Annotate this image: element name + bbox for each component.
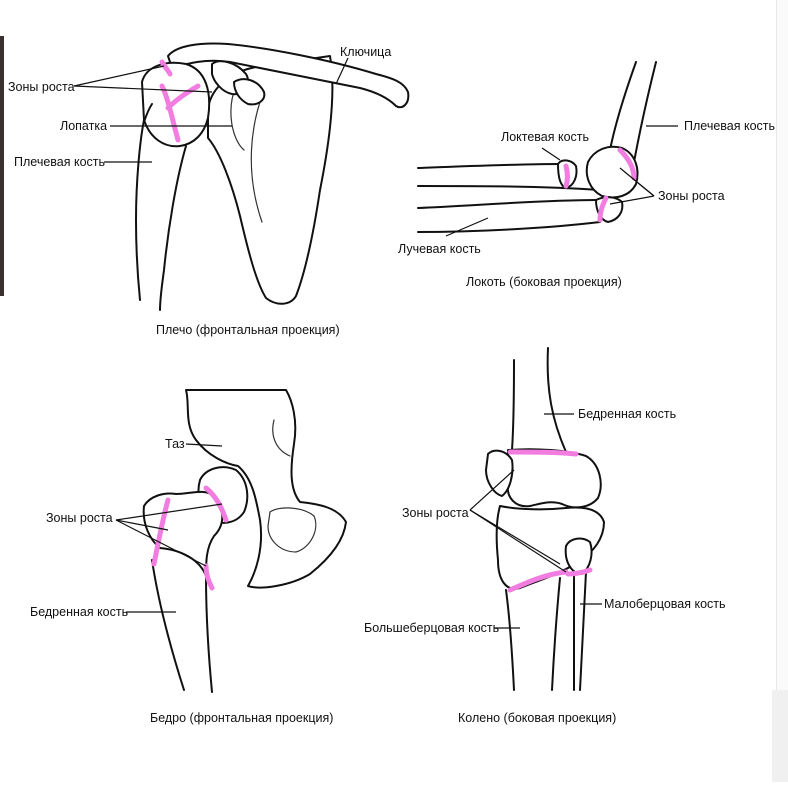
shoulder-growth-leader-2 xyxy=(73,85,213,93)
femoral-condyles xyxy=(506,448,602,509)
shoulder-growth-label: Зоны роста xyxy=(8,80,75,94)
shoulder-clavicle-label: Ключица xyxy=(340,45,391,59)
hip-pelvis-leader xyxy=(185,443,223,447)
elbow-humerus-label: Плечевая кость xyxy=(684,119,775,133)
hip-pelvis-label: Таз xyxy=(165,437,185,451)
fibula-head xyxy=(564,537,593,575)
knee-tibia-label: Большеберцовая кость xyxy=(364,621,499,635)
elbow-ulna-label: Локтевая кость xyxy=(501,130,589,144)
femur-shaft-left xyxy=(151,559,185,691)
pelvis-shape xyxy=(185,389,347,589)
hip-growth-leader-1 xyxy=(115,503,223,521)
left-edge-strip xyxy=(0,36,4,296)
shoulder-caption: Плечо (фронтальная проекция) xyxy=(156,323,340,337)
shoulder-growth-leader-1 xyxy=(73,65,165,87)
corner-panel xyxy=(772,690,788,782)
humerus-head-shoulder xyxy=(141,61,211,148)
hip-caption: Бедро (фронтальная проекция) xyxy=(150,711,333,725)
tibia-shaft-left xyxy=(505,589,515,691)
knee-growth-plate-femur xyxy=(507,449,579,457)
knee-growth-leader-1 xyxy=(469,469,515,511)
elbow-figure: Локтевая кость Плечевая кость Зоны роста… xyxy=(398,61,775,289)
shoulder-growth-plate-coracoid xyxy=(159,59,173,77)
elbow-growth-label: Зоны роста xyxy=(658,189,725,203)
knee-caption: Колено (боковая проекция) xyxy=(458,711,616,725)
hip-growth-plate-lesser xyxy=(203,563,215,591)
humerus-neck-left xyxy=(143,103,153,123)
elbow-radius-leader xyxy=(445,217,489,237)
hip-growth-label: Зоны роста xyxy=(46,511,113,525)
hip-growth-plate-trochanter xyxy=(151,497,171,567)
hip-figure: Таз Зоны роста Бедренная кость Бедро (фр… xyxy=(30,389,347,725)
shoulder-humerus-label: Плечевая кость xyxy=(14,155,105,169)
right-edge-strip xyxy=(776,0,788,690)
humerus-shaft-right xyxy=(159,145,187,311)
hip-femur-label: Бедренная кость xyxy=(30,605,128,619)
elbow-humerus-left xyxy=(609,61,637,151)
elbow-caption: Локоть (боковая проекция) xyxy=(466,275,622,289)
shoulder-scapula-label: Лопатка xyxy=(60,119,107,133)
elbow-radius-top xyxy=(417,199,597,209)
knee-figure: Бедренная кость Зоны роста Малоберцовая … xyxy=(364,347,726,725)
elbow-ulna-top xyxy=(417,163,561,169)
acromion xyxy=(233,78,266,106)
shoulder-growth-plate-humerus-2 xyxy=(165,83,201,111)
elbow-growth-leader-3 xyxy=(619,167,655,197)
elbow-ulna-leader xyxy=(541,147,561,161)
elbow-radius-bottom xyxy=(417,221,601,233)
elbow-growth-plate-radius xyxy=(597,195,609,223)
femur-shaft-right xyxy=(205,575,213,693)
elbow-ulna-bottom xyxy=(417,185,601,191)
hip-growth-leader-3 xyxy=(115,519,207,567)
elbow-humerus-right xyxy=(633,61,657,163)
knee-growth-plate-fibula xyxy=(565,567,593,577)
hip-growth-plate-head xyxy=(203,485,229,523)
knee-growth-label: Зоны роста xyxy=(402,506,469,520)
tibia-shaft-right xyxy=(551,577,561,691)
elbow-growth-plate-humerus xyxy=(617,147,637,181)
knee-femur-shaft-right xyxy=(546,347,567,453)
knee-growth-plate-tibia xyxy=(507,569,569,593)
elbow-radius-label: Лучевая кость xyxy=(398,242,481,256)
elbow-humerus-condyle xyxy=(585,145,639,199)
humerus-shaft-left xyxy=(135,119,145,301)
scapula-spine xyxy=(250,95,263,223)
elbow-growth-leader-2 xyxy=(609,195,655,205)
knee-growth-leader-3 xyxy=(469,509,567,573)
patella xyxy=(485,449,514,497)
pelvis-inner-line xyxy=(272,419,291,457)
elbow-growth-plate-ulna xyxy=(563,163,570,189)
clavicle-shape xyxy=(167,42,410,109)
fibula-shaft-right xyxy=(579,571,587,691)
shoulder-clavicle-leader xyxy=(335,57,349,85)
knee-femur-label: Бедренная кость xyxy=(578,407,676,421)
knee-fibula-label: Малоберцовая кость xyxy=(604,597,726,611)
scapula-shape xyxy=(207,55,334,305)
hip-growth-leader-2 xyxy=(115,519,169,531)
knee-femur-shaft-left xyxy=(511,359,515,451)
obturator-foramen xyxy=(267,507,317,553)
shoulder-figure: Зоны роста Лопатка Плечевая кость Ключиц… xyxy=(8,42,410,337)
